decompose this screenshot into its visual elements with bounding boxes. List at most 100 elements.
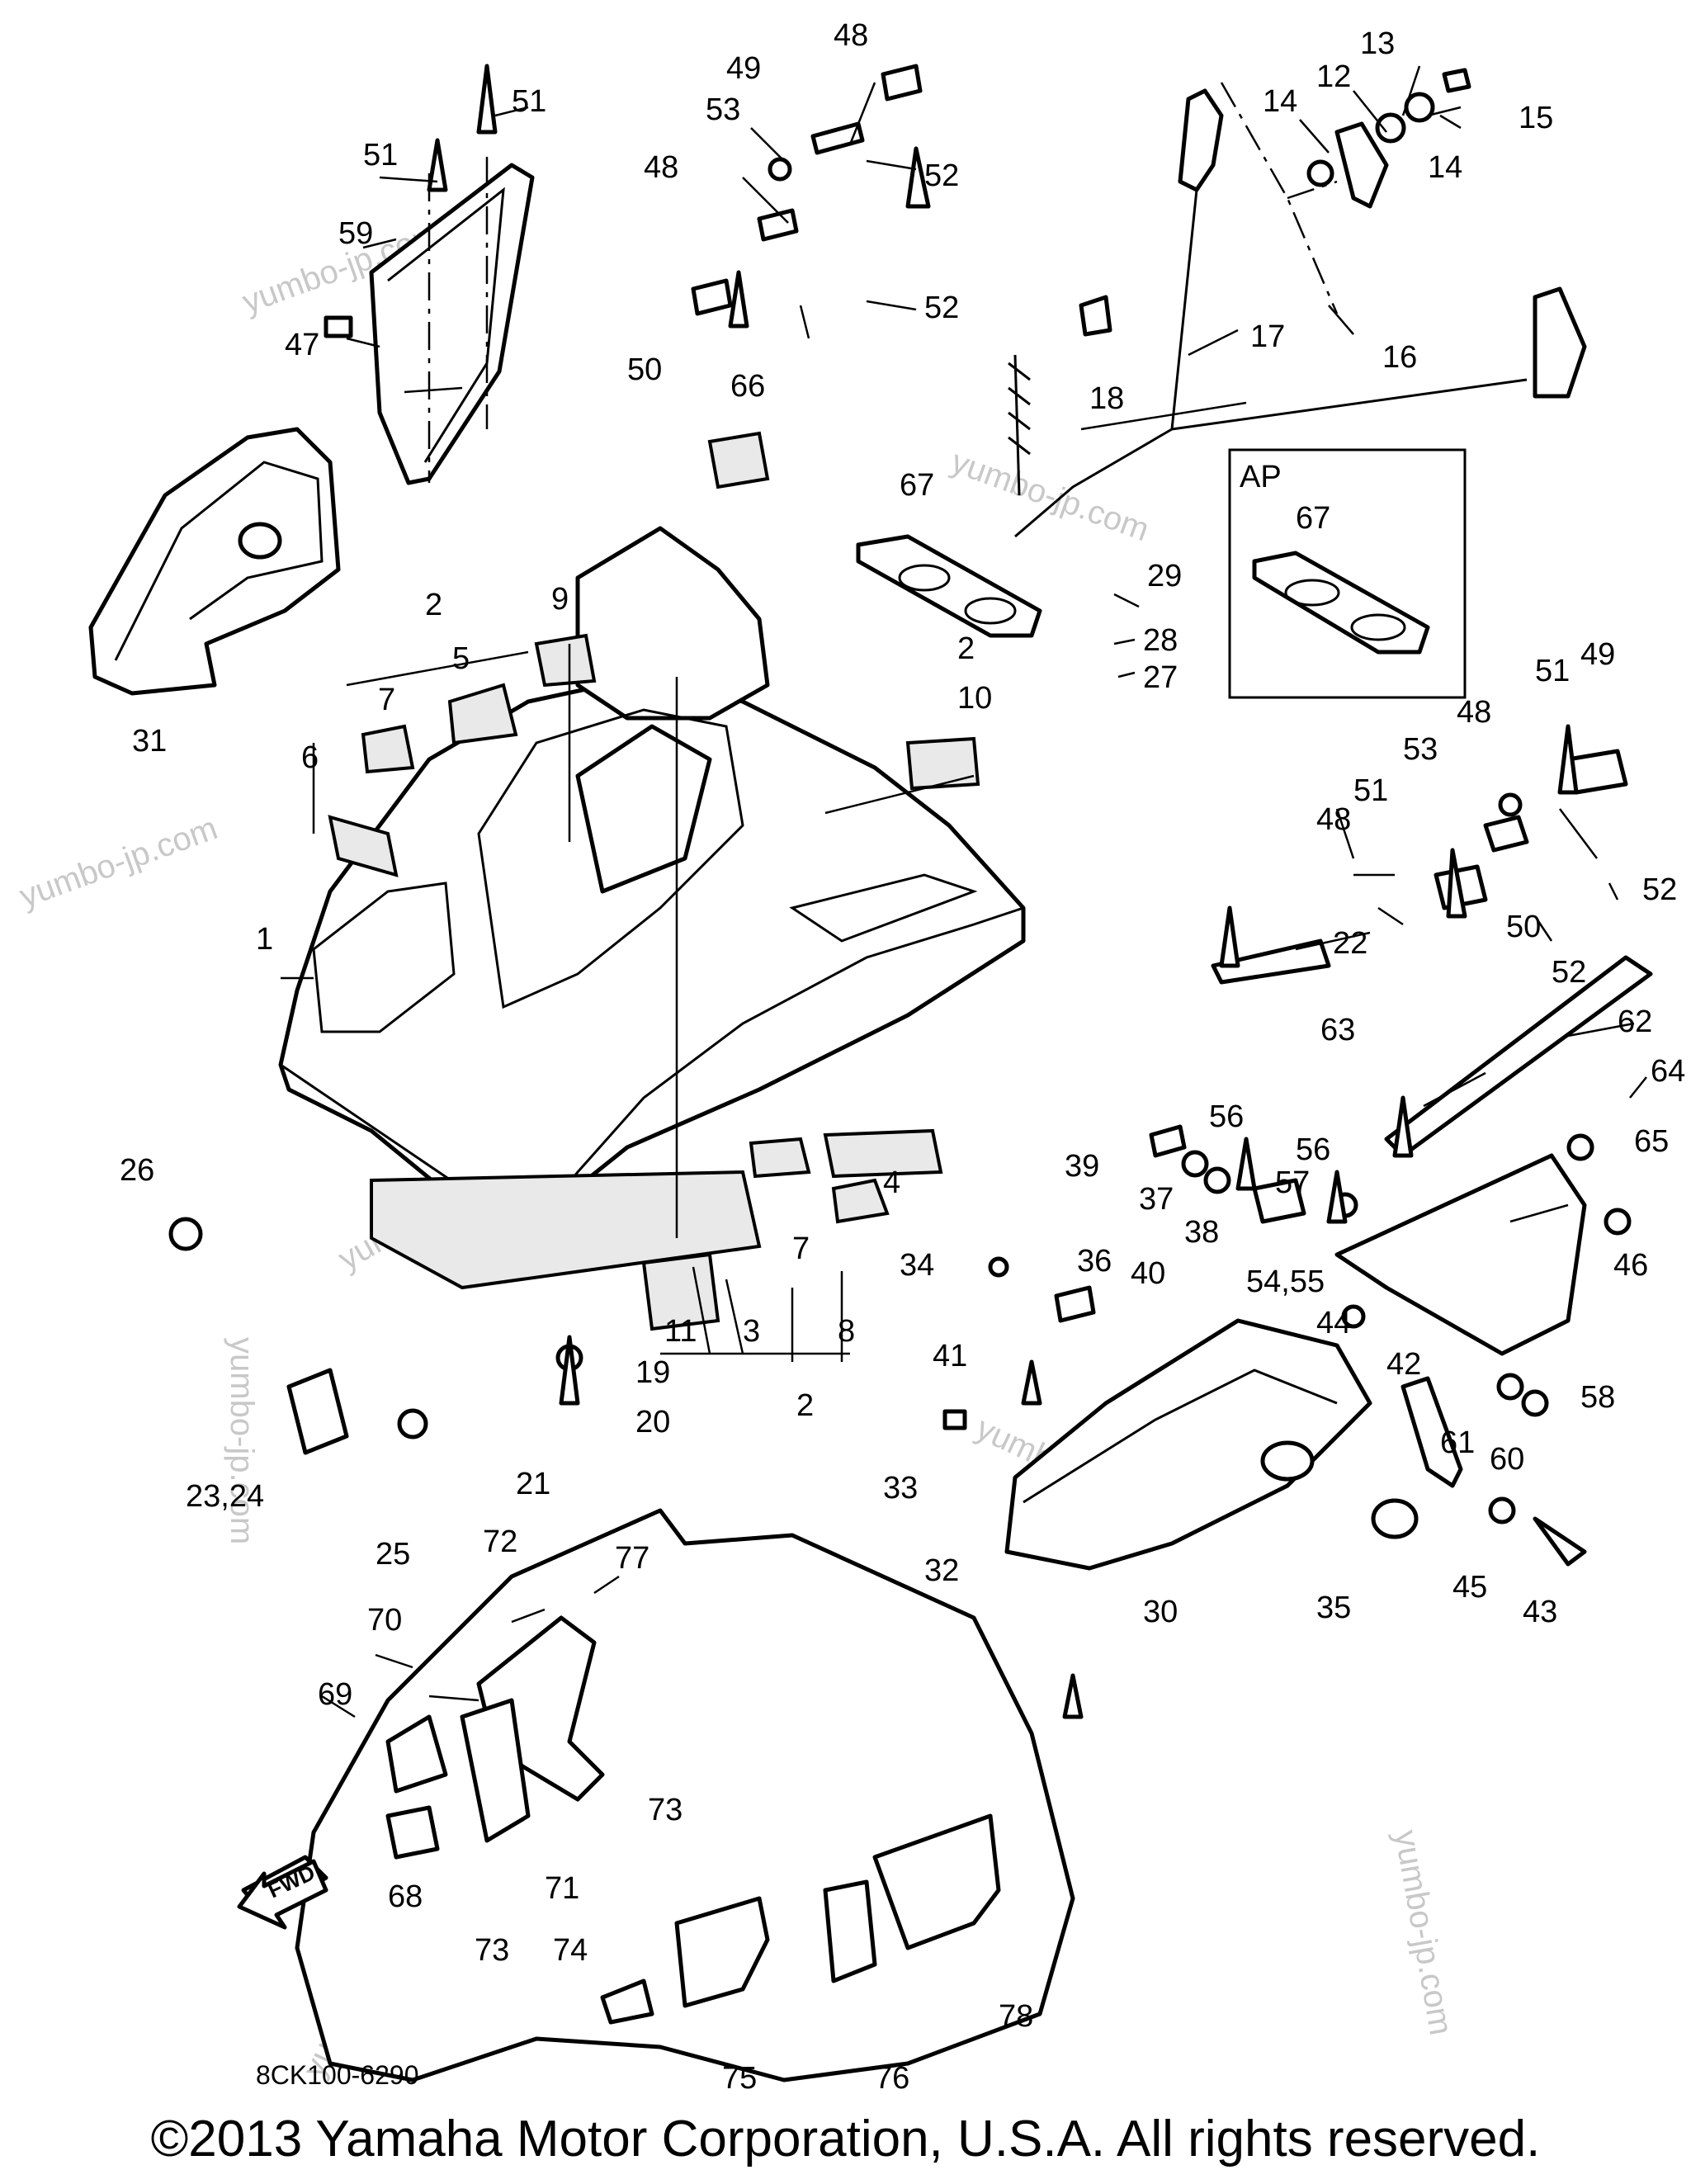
callout-45: 45 [1452, 1570, 1487, 1605]
callout-72: 72 [483, 1525, 517, 1559]
duct-31 [88, 427, 341, 696]
callout-27: 27 [1143, 660, 1178, 695]
callout-4: 4 [883, 1165, 900, 1200]
callout-48: 48 [834, 18, 868, 53]
callout-78: 78 [999, 1999, 1033, 2034]
callout-5: 5 [452, 641, 470, 676]
callout-51: 51 [1535, 654, 1570, 688]
callout-41: 41 [933, 1339, 967, 1373]
callout-28: 28 [1143, 623, 1178, 658]
ap-label: AP [1240, 460, 1282, 494]
callout-52: 52 [1642, 872, 1677, 907]
callout-48: 48 [644, 150, 678, 185]
callout-14: 14 [1428, 150, 1462, 185]
callout-75: 75 [722, 2061, 757, 2096]
callout-77: 77 [615, 1541, 649, 1576]
callout-51: 51 [512, 84, 546, 119]
callout-62: 62 [1618, 1005, 1652, 1039]
callout-49: 49 [1580, 637, 1615, 672]
callout-19: 19 [635, 1355, 670, 1390]
callout-17: 17 [1250, 319, 1285, 354]
foam-blocks [328, 431, 980, 1331]
callout-44: 44 [1316, 1306, 1351, 1340]
callout-73: 73 [475, 1933, 509, 1968]
callout-47: 47 [285, 328, 319, 362]
callout-52: 52 [1552, 955, 1586, 990]
callout-43: 43 [1523, 1595, 1557, 1629]
callout-10: 10 [957, 681, 992, 716]
callout-3: 3 [743, 1314, 760, 1349]
callout-68: 68 [388, 1879, 423, 1914]
callout-2: 2 [796, 1388, 814, 1423]
callout-39: 39 [1065, 1149, 1099, 1184]
callout-52: 52 [924, 291, 959, 325]
callout-18: 18 [1089, 381, 1124, 416]
watermark: yumbo-jp.com [1387, 1827, 1459, 2038]
drawing-number: 8CK100-6290 [256, 2060, 418, 2090]
callout-56: 56 [1209, 1099, 1244, 1134]
callout-63: 63 [1320, 1013, 1355, 1047]
callout-50: 50 [1506, 910, 1541, 944]
callout-69: 69 [318, 1677, 352, 1712]
callout-14: 14 [1263, 84, 1297, 119]
callout-29: 29 [1147, 559, 1182, 593]
callout-8: 8 [838, 1314, 855, 1349]
callout-74: 74 [553, 1933, 588, 1968]
callout-40: 40 [1131, 1256, 1165, 1291]
callout-58: 58 [1580, 1380, 1615, 1415]
callout-7: 7 [792, 1231, 810, 1266]
callout-50: 50 [627, 352, 662, 387]
callout-36: 36 [1077, 1244, 1112, 1279]
callout-7: 7 [378, 683, 395, 717]
callout-34: 34 [900, 1248, 934, 1283]
callout-49: 49 [726, 51, 761, 86]
callout-26: 26 [120, 1153, 154, 1188]
callout-65: 65 [1634, 1124, 1669, 1159]
callout-35: 35 [1316, 1591, 1351, 1625]
callout-54-55: 54,55 [1246, 1265, 1325, 1299]
callout-2: 2 [957, 631, 975, 666]
callout-12: 12 [1316, 59, 1351, 94]
callout-73: 73 [648, 1793, 683, 1827]
ap-box: AP [1228, 448, 1467, 699]
plate-67 [856, 534, 1042, 638]
callout-15: 15 [1519, 101, 1553, 135]
callout-31: 31 [132, 724, 167, 759]
callout-59: 59 [338, 216, 373, 251]
callout-66: 66 [730, 369, 765, 404]
callout-16: 16 [1382, 340, 1417, 375]
callout-51: 51 [1353, 773, 1388, 808]
fwd-arrow: FWD [237, 1859, 328, 1930]
callout-38: 38 [1184, 1215, 1219, 1250]
copyright-footer: ©2013 Yamaha Motor Corporation, U.S.A. A… [150, 2111, 1541, 2167]
callout-76: 76 [875, 2061, 909, 2096]
callout-48: 48 [1457, 695, 1491, 730]
watermark: yumbo-jp.com [15, 810, 222, 915]
callout-6: 6 [301, 740, 319, 775]
callout-70: 70 [367, 1603, 402, 1638]
callout-20: 20 [635, 1405, 670, 1439]
callout-53: 53 [1403, 732, 1438, 767]
callout-30: 30 [1143, 1595, 1178, 1629]
callout-56: 56 [1296, 1132, 1330, 1167]
callout-2: 2 [425, 588, 442, 622]
callout-67: 67 [1296, 501, 1330, 536]
watermark: yumbo-jp.com [224, 1337, 260, 1544]
callout-23-24: 23,24 [186, 1479, 264, 1514]
side-panel-47 [369, 157, 535, 485]
callout-60: 60 [1490, 1442, 1524, 1477]
callout-61: 61 [1440, 1425, 1475, 1460]
cable-assembly [1008, 68, 1587, 538]
callout-37: 37 [1139, 1182, 1174, 1217]
callout-51: 51 [363, 138, 398, 173]
callouts: 1 2 2 2 3 4 5 6 7 7 8 9 10 11 12 13 14 1… [120, 18, 1685, 2096]
callout-71: 71 [545, 1871, 579, 1906]
callout-21: 21 [516, 1467, 550, 1501]
callout-67: 67 [900, 468, 934, 503]
callout-22: 22 [1333, 926, 1367, 961]
side-cover-46 [1334, 955, 1653, 1356]
callout-13: 13 [1360, 26, 1395, 61]
callout-48: 48 [1316, 802, 1351, 837]
callout-25: 25 [376, 1537, 410, 1572]
